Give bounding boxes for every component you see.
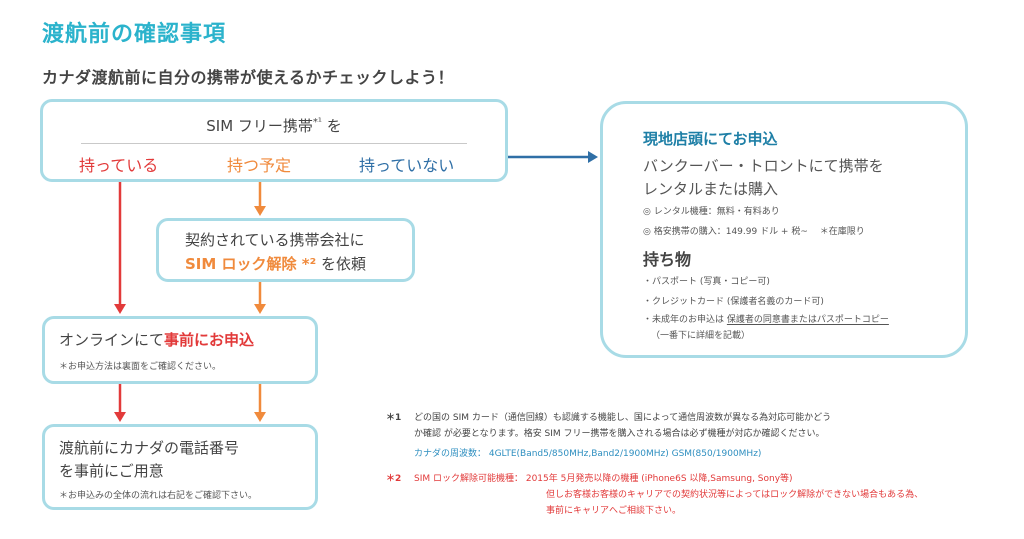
item-minor-prefix: ・未成年のお申込は <box>643 315 727 325</box>
online-line1-plain: オンラインにて <box>59 331 165 349</box>
note-1-line1: どの国の SIM カード（通信回線）も認識する機能し、国によって通信周波数が異な… <box>414 413 832 423</box>
page-title: 渡航前の確認事項 <box>42 22 227 47</box>
page-subtitle: カナダ渡航前に自分の携帯が使えるかチェックしよう！ <box>42 68 455 87</box>
sim-free-heading-text: SIM フリー携帯 <box>206 117 313 135</box>
in-store-application-box: 現地店頭にてお申込 バンクーバー・トロントにて携帯を レンタルまたは購入 ◎ レ… <box>600 101 968 358</box>
item-credit-card: ・クレジットカード (保護者名義のカード可) <box>643 297 824 307</box>
online-application-box: オンラインにて事前にお申込 ＊お申込方法は裏面をご確認ください。 <box>42 316 318 384</box>
note-2-line1: SIM ロック解除可能機種： 2015年 5月発売以降の機種 (iPhone6S… <box>414 474 793 484</box>
note-2-line3: 事前にキャリアへご相談下さい。 <box>546 506 682 516</box>
sim-unlock-request-box: 契約されている携帯会社に SIM ロック解除 *² を依頼 <box>156 218 415 282</box>
arrow-online-to-phone-red-head <box>114 412 126 422</box>
note-1-frequency: カナダの周波数： 4GLTE(Band5/850MHz,Band2/1900MH… <box>414 449 762 459</box>
sim-free-question-box: SIM フリー携帯*¹ を 持っている 持つ予定 持っていない <box>40 99 508 182</box>
online-line1-highlight: 事前にお申込 <box>164 331 255 349</box>
note-2-line2: 但しお客様お客様のキャリアでの契約状況等によってはロック解除ができない場合もある… <box>546 490 924 500</box>
contract-line2: SIM ロック解除 *² を依頼 <box>185 253 366 274</box>
online-note: ＊お申込方法は裏面をご確認ください。 <box>59 362 222 372</box>
phone-note: ＊お申込みの全体の流れは右記をご確認下さい。 <box>59 491 258 501</box>
note-2-mark: ＊2 <box>386 474 402 484</box>
arrow-have-to-online-head <box>114 304 126 314</box>
divider <box>81 143 467 144</box>
footnote-1-ref: *¹ <box>312 117 322 128</box>
store-desc-line2: レンタルまたは購入 <box>643 180 779 198</box>
contract-line2-rest: を依頼 <box>316 255 366 273</box>
arrow-contract-to-online-head <box>254 304 266 314</box>
phone-line1: 渡航前にカナダの電話番号 <box>59 439 240 457</box>
contract-line1: 契約されている携帯会社に <box>185 231 365 249</box>
arrow-online-to-phone-orange-head <box>254 412 266 422</box>
store-bullet-rental: ◎ レンタル機種：無料・有料あり <box>643 207 780 217</box>
option-have: 持っている <box>79 156 159 175</box>
store-desc-line1: バンクーバー・トロントにて携帯を <box>643 157 884 175</box>
store-bullet-purchase: ◎ 格安携帯の購入：149.99 ドル + 税~ ＊在庫限り <box>643 227 865 237</box>
note-1-mark: ＊1 <box>386 413 402 423</box>
arrow-plan-to-contract-head <box>254 206 266 216</box>
phone-number-box: 渡航前にカナダの電話番号 を事前にご用意 ＊お申込みの全体の流れは右記をご確認下… <box>42 424 318 510</box>
option-dont-have: 持っていない <box>359 156 455 175</box>
sim-free-heading: SIM フリー携帯*¹ を <box>43 115 505 136</box>
option-planning: 持つ予定 <box>227 156 292 175</box>
items-heading: 持ち物 <box>643 250 692 269</box>
arrow-none-to-store-head <box>588 151 598 163</box>
item-minor-suffix: （一番下に詳細を記載） <box>651 331 751 341</box>
phone-line2: を事前にご用意 <box>59 462 164 480</box>
item-minor: ・未成年のお申込は 保護者の同意書またはパスポートコピー <box>643 312 889 325</box>
note-1-line2: か確認 が必要となります。格安 SIM フリー携帯を購入される場合は必ず機種が対… <box>414 429 825 439</box>
online-line1: オンラインにて事前にお申込 <box>59 329 254 350</box>
item-passport: ・パスポート (写真・コピー可) <box>643 277 770 287</box>
sim-free-heading-suffix: を <box>326 117 342 135</box>
item-minor-underlined: 保護者の同意書またはパスポートコピー <box>726 315 889 325</box>
store-heading: 現地店頭にてお申込 <box>643 130 778 148</box>
sim-unlock-highlight: SIM ロック解除 *² <box>185 255 317 273</box>
